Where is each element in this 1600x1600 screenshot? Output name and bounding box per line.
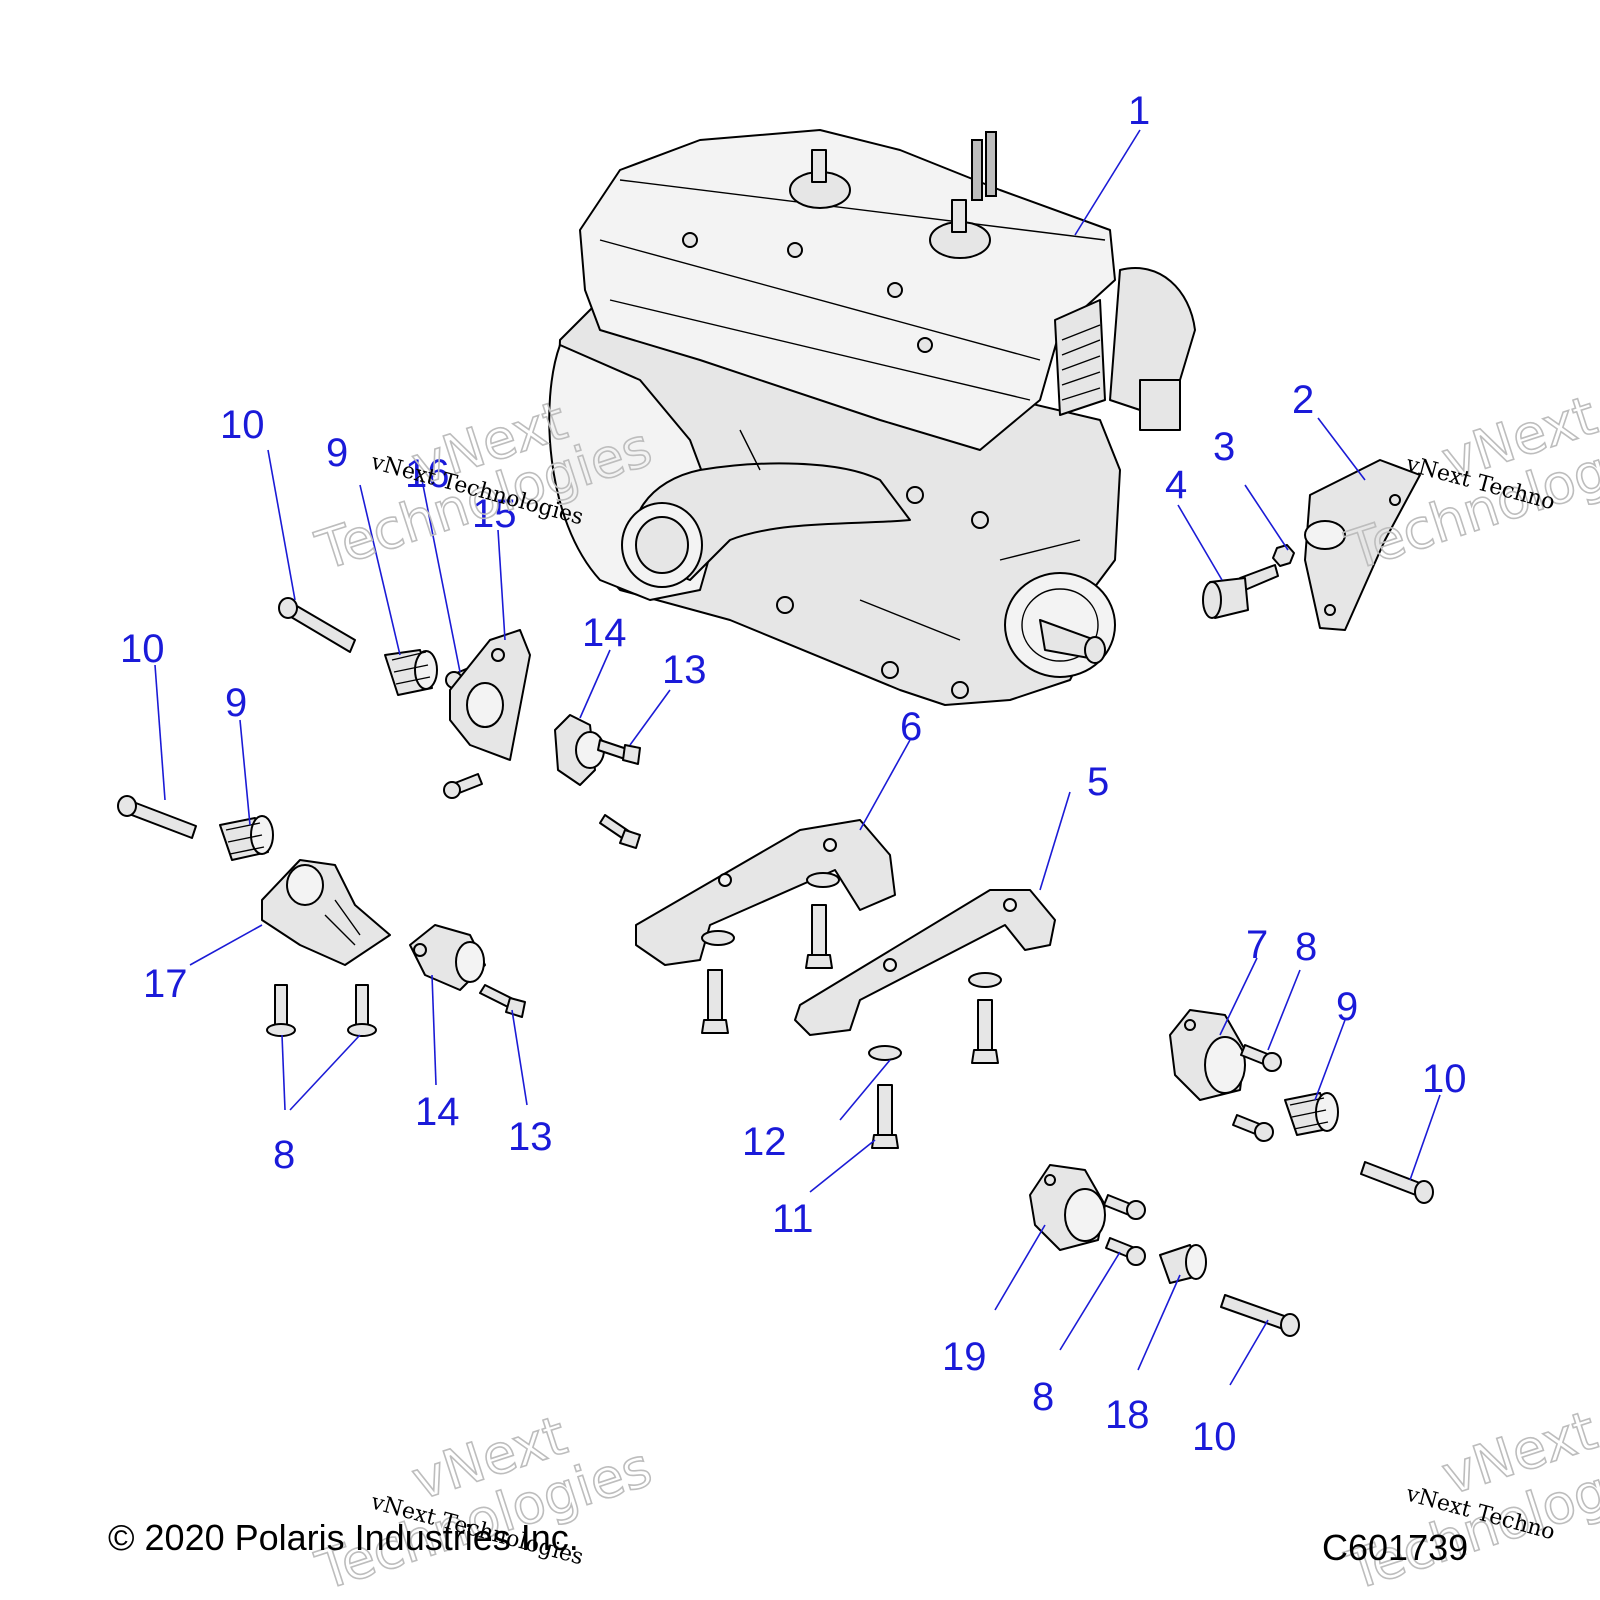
callout-10-upper-left: 10 [220,403,265,447]
rubber-mount-14-lower [409,924,486,991]
spacer-18 [1159,1244,1207,1284]
bolt-plate-c [971,999,999,1064]
mount-plate-5 [794,889,1056,1036]
callout-6: 6 [900,705,922,749]
watermark-bottom-right: vNext Technologies vNext Techno [1338,1398,1600,1600]
callout-7: 7 [1246,923,1268,967]
callout-9-upper-left: 9 [326,431,348,475]
washer-c [968,972,1002,988]
callout-10-lower-left: 10 [120,627,165,671]
callout-14-upper: 14 [582,611,627,655]
callout-9-lower-left: 9 [225,681,247,725]
callout-9-right: 9 [1336,985,1358,1029]
callout-12: 12 [742,1120,787,1164]
bolt-8-right-mid [1232,1114,1274,1142]
callout-10-right-upper: 10 [1422,1057,1467,1101]
spacer-9-lower-left [219,815,274,861]
bolt-10-right-upper [1360,1161,1434,1204]
callout-2: 2 [1292,378,1314,422]
callout-3: 3 [1213,425,1235,469]
callout-16: 16 [405,452,450,496]
mount-plate-6 [635,819,896,966]
mount-housing-19 [1029,1164,1106,1251]
bolt-lower-15 [443,773,483,799]
mount-housing-7 [1169,1009,1246,1101]
bolt-plate-b [701,969,729,1034]
callout-1: 1 [1128,89,1150,133]
callout-10-right-lower: 10 [1192,1415,1237,1459]
bolt-8-left-a [266,984,296,1037]
callout-15: 15 [472,492,517,536]
leader-lines [154,129,1441,1386]
bolt-13-upper [597,739,641,765]
engine-assembly [548,129,1196,706]
bolt-plate-a [805,904,833,969]
callout-8-right-top: 8 [1295,925,1317,969]
washer-a [701,930,735,946]
bolt-8-right-lower [1105,1237,1146,1266]
callout-13-lower: 13 [508,1115,553,1159]
callout-11: 11 [772,1197,814,1241]
callout-18: 18 [1105,1393,1150,1437]
bolt-8-right-upper-b [1103,1194,1146,1220]
washer-b [806,872,840,888]
watermark-bottom-left: vNext Technologies vNext Technologies [308,1403,660,1600]
rubber-mount-14-upper [554,714,605,786]
bolt-11 [871,1084,899,1149]
callout-13-upper: 13 [662,648,707,692]
callout-17: 17 [143,962,188,1006]
bolt-10-upper-left [278,597,356,653]
washer-12 [868,1045,902,1061]
callout-19: 19 [942,1335,987,1379]
engine-mount-17 [261,859,391,966]
bolt-13-lower-mid [599,814,641,849]
mount-bracket-15 [449,629,531,761]
callout-14-lower: 14 [415,1090,460,1134]
engine-bracket-right [1304,459,1421,631]
bolt-10-right-lower [1220,1294,1300,1337]
callout-5: 5 [1087,760,1109,804]
bolt-8-right-upper [1240,1044,1282,1072]
copyright-notice: © 2020 Polaris Industries Inc. [108,1517,579,1558]
nut [1272,544,1295,567]
callout-8-right-bottom: 8 [1032,1375,1054,1419]
diagram-code: C601739 [1322,1527,1468,1568]
spacer-9-upper-left [384,649,438,696]
callout-8-left: 8 [273,1133,295,1177]
bolt-13-lower-left [479,984,526,1018]
callout-4: 4 [1165,463,1187,507]
bump-stop [1202,564,1279,619]
callout-numbers: 1 2 3 4 5 6 7 8 8 8 9 9 9 10 10 10 10 11… [120,89,1467,1459]
bolt-10-lower-left [117,795,197,839]
spacer-9-right [1284,1092,1339,1136]
bolt-8-left-b [347,984,377,1037]
